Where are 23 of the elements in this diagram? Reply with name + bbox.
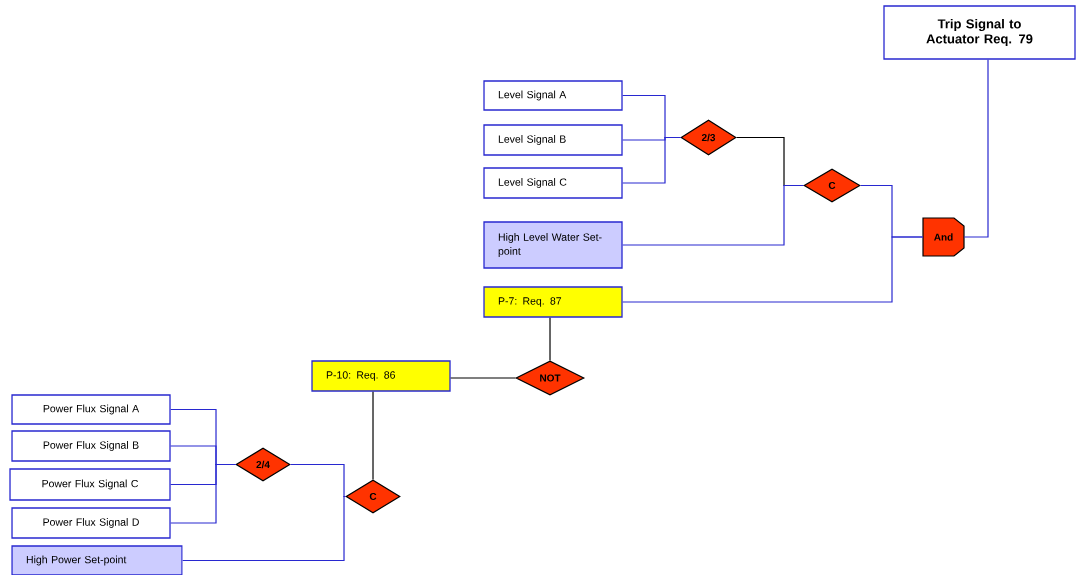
connector-line — [290, 463, 346, 498]
text-box: High Level Water Set-point — [483, 221, 623, 269]
connector-line — [450, 377, 516, 379]
text-box: Power Flux Signal A — [11, 394, 171, 425]
text-box: Level Signal C — [483, 167, 623, 199]
connector-line — [372, 391, 374, 480]
connector-line — [182, 495, 346, 562]
text-box: Power Flux Signal B — [11, 430, 171, 462]
text-box: Trip Signal to Actuator Req. 79 — [883, 5, 1076, 60]
connector-line — [170, 463, 236, 524]
connector-line — [622, 136, 681, 184]
text-box: Level Signal A — [483, 80, 623, 111]
text-box: P-10: Req. 86 — [311, 360, 451, 392]
connector-line — [963, 59, 989, 238]
text-box: Power Flux Signal C — [9, 468, 171, 501]
text-box: High Power Set-point — [11, 545, 183, 575]
text-box: P-7: Req. 87 — [483, 286, 623, 318]
text-box: Level Signal B — [483, 124, 623, 156]
connector-line — [622, 184, 804, 246]
and-gate: And — [922, 217, 965, 257]
connector-line — [549, 317, 551, 361]
text-box: Power Flux Signal D — [11, 507, 171, 539]
connector-line — [622, 236, 924, 303]
